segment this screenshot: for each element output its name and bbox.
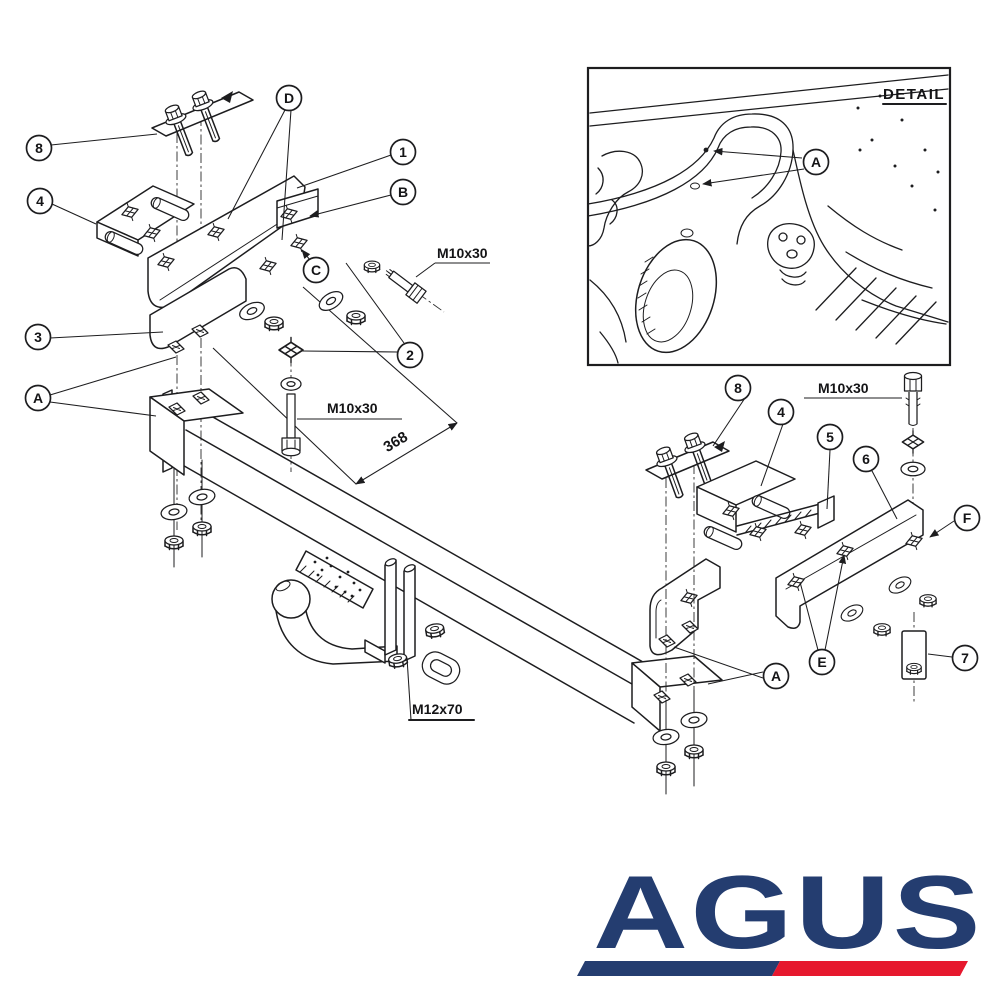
svg-text:A: A — [811, 154, 821, 170]
svg-text:3: 3 — [34, 329, 42, 345]
svg-text:1: 1 — [399, 144, 407, 160]
svg-text:8: 8 — [734, 380, 742, 396]
washer-nut-stack-beam-right — [651, 689, 709, 795]
label-m10x30-1: M10x30 — [437, 245, 488, 261]
callout-8-left: 8 — [25, 134, 53, 162]
callout-8-right: 8 — [724, 374, 752, 402]
callout-3-left: 3 — [24, 323, 52, 351]
logo-stripe-navy — [577, 961, 780, 976]
label-m12x70: M12x70 — [412, 701, 463, 717]
part-top-clamp-bar-right — [645, 429, 730, 502]
part-strip-plate — [736, 495, 835, 544]
svg-text:7: 7 — [961, 650, 969, 666]
tow-ball — [271, 558, 461, 685]
callout-balloons: 8 4 3 A D 1 B C 2 8 4 5 6 F E A 7 A — [24, 84, 981, 690]
svg-text:E: E — [817, 654, 826, 670]
callout-A-detail: A — [802, 148, 830, 176]
part-z-bracket-left — [149, 267, 247, 354]
svg-text:8: 8 — [35, 140, 43, 156]
hardware-cluster-right — [837, 572, 937, 637]
callout-4-right: 4 — [767, 398, 795, 426]
spare-wheel — [634, 228, 718, 354]
callout-A-left: A — [24, 384, 52, 412]
hardware-cluster-left — [236, 260, 381, 457]
detail-inset: DETAIL — [586, 66, 952, 367]
logo-stripe-red — [772, 961, 968, 976]
svg-text:C: C — [311, 262, 321, 278]
beam-bracket-right — [631, 558, 723, 732]
svg-text:F: F — [963, 510, 972, 526]
svg-text:B: B — [398, 184, 408, 200]
callout-C: C — [302, 256, 330, 284]
text-labels: M10x30 M10x30 M10x30 M12x70 — [297, 245, 902, 721]
bolt-m10x30-left — [385, 269, 427, 304]
callout-4-left: 4 — [26, 187, 54, 215]
callout-B: B — [389, 178, 417, 206]
label-m10x30-3: M10x30 — [818, 380, 869, 396]
washer-nut-stack-left — [159, 459, 217, 568]
part-spacer-bracket-left — [96, 185, 195, 257]
detail-title: DETAIL — [883, 86, 945, 103]
brand-logo-text: AGUS — [593, 855, 983, 971]
mounting-point — [767, 222, 815, 286]
brand-logo: AGUS — [577, 855, 983, 976]
dimension-368-value: 368 — [381, 428, 411, 455]
callout-A-right: A — [762, 662, 790, 690]
part-top-clamp-bar — [151, 87, 254, 160]
svg-text:4: 4 — [777, 404, 785, 420]
svg-text:A: A — [33, 390, 43, 406]
beam-bracket-left — [149, 388, 244, 476]
part-spacer-block — [901, 630, 927, 680]
beam-gusset-plate — [295, 550, 374, 609]
bolt-m10x30-right — [900, 371, 926, 477]
svg-text:D: D — [284, 90, 294, 106]
svg-text:A: A — [771, 668, 781, 684]
svg-text:5: 5 — [826, 429, 834, 445]
spot-welds — [856, 94, 940, 212]
callout-6: 6 — [852, 445, 880, 473]
label-m10x30-2: M10x30 — [327, 400, 378, 416]
svg-text:6: 6 — [862, 451, 870, 467]
exploded-left-assembly — [96, 87, 445, 568]
callout-7: 7 — [951, 644, 979, 672]
u-clamp — [421, 651, 461, 685]
callout-5: 5 — [816, 423, 844, 451]
callout-D: D — [275, 84, 303, 112]
callout-F: F — [953, 504, 981, 532]
leader-lines — [49, 109, 955, 685]
callout-E: E — [808, 648, 836, 676]
cross-beam — [149, 388, 723, 795]
svg-text:2: 2 — [406, 347, 414, 363]
part-spacer-bracket-right — [696, 460, 796, 552]
callout-1: 1 — [389, 138, 417, 166]
callout-2: 2 — [396, 341, 424, 369]
svg-text:4: 4 — [36, 193, 44, 209]
